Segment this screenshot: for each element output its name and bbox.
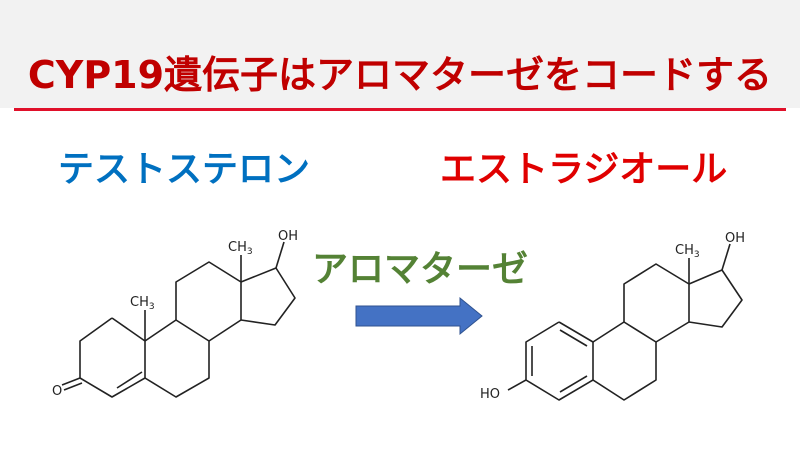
testosterone-oh-bond	[275, 241, 285, 269]
testosterone-structure	[61, 241, 296, 398]
estradiol-methyl: CH3	[675, 243, 700, 260]
testosterone-ring-b	[144, 319, 210, 398]
estradiol-ring-c	[623, 263, 690, 343]
page-title: CYP19遺伝子はアロマターゼをコードする	[27, 53, 773, 97]
testosterone-ketone-o: O	[52, 384, 62, 399]
aromatase-label: アロマターゼ	[312, 249, 529, 290]
title-divider	[14, 108, 786, 111]
testosterone-label: テストステロン	[58, 149, 311, 190]
estradiol-oh-top: OH	[725, 231, 745, 246]
estradiol-label: エストラジオール	[440, 149, 728, 190]
estradiol-ring-d	[688, 269, 743, 328]
testosterone-ketone-bond-1	[61, 377, 81, 386]
estradiol-ring-b	[592, 321, 657, 401]
testosterone-oh: OH	[278, 229, 298, 244]
estradiol-aromatic-bond-1	[559, 329, 588, 347]
estradiol-ring-a	[525, 321, 594, 401]
estradiol-oh-bottom: HO	[480, 387, 500, 402]
estradiol-structure	[507, 243, 743, 401]
arrow-right-icon	[355, 296, 483, 336]
testosterone-methyl-mid: CH3	[130, 295, 155, 312]
estradiol-oh-top-bond	[721, 243, 731, 271]
title-band	[0, 0, 800, 108]
estradiol-oh-bottom-bond	[507, 379, 527, 391]
testosterone-methyl-top: CH3	[228, 240, 253, 257]
testosterone-double-bond-c4c5	[116, 371, 143, 389]
testosterone-ring-c	[175, 261, 242, 342]
testosterone-ring-a	[79, 317, 146, 398]
estradiol-aromatic-bond-2	[559, 375, 588, 393]
testosterone-ring-d	[240, 267, 296, 326]
testosterone-ketone-bond-2	[63, 382, 83, 391]
